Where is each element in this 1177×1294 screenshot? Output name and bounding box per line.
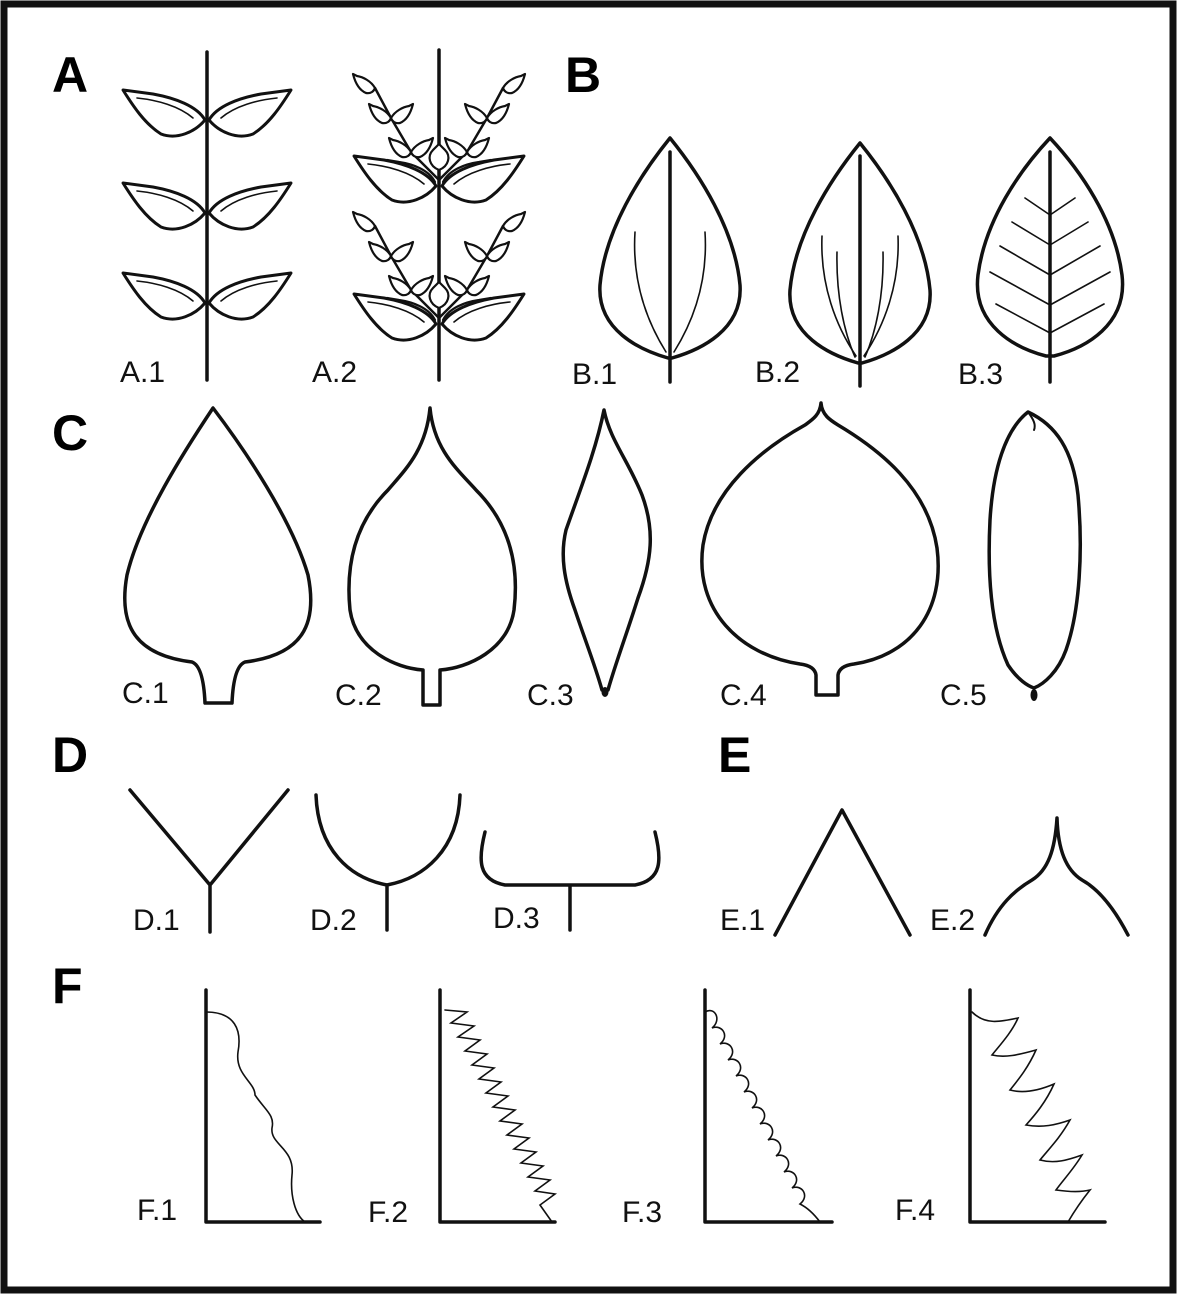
section-label-a: A — [52, 47, 88, 103]
section-label-b: B — [565, 47, 601, 103]
label-f2: F.2 — [368, 1196, 408, 1229]
label-d2: D.2 — [310, 904, 357, 937]
label-a2: A.2 — [312, 356, 357, 389]
label-f1: F.1 — [137, 1194, 177, 1227]
label-e1: E.1 — [720, 904, 765, 937]
label-e2: E.2 — [930, 904, 975, 937]
label-d1: D.1 — [133, 904, 180, 937]
section-label-f: F — [52, 958, 83, 1014]
label-c2: C.2 — [335, 679, 382, 712]
label-c1: C.1 — [122, 677, 169, 710]
label-c4: C.4 — [720, 679, 767, 712]
section-label-c: C — [52, 405, 88, 461]
label-c3: C.3 — [527, 679, 574, 712]
section-label-e: E — [718, 727, 751, 783]
section-label-d: D — [52, 727, 88, 783]
label-f4: F.4 — [895, 1194, 935, 1227]
label-c5: C.5 — [940, 679, 987, 712]
label-b1: B.1 — [572, 358, 617, 391]
label-f3: F.3 — [622, 1196, 662, 1229]
label-b2: B.2 — [755, 356, 800, 389]
label-d3: D.3 — [493, 902, 540, 935]
label-a1: A.1 — [120, 356, 165, 389]
label-b3: B.3 — [958, 358, 1003, 391]
